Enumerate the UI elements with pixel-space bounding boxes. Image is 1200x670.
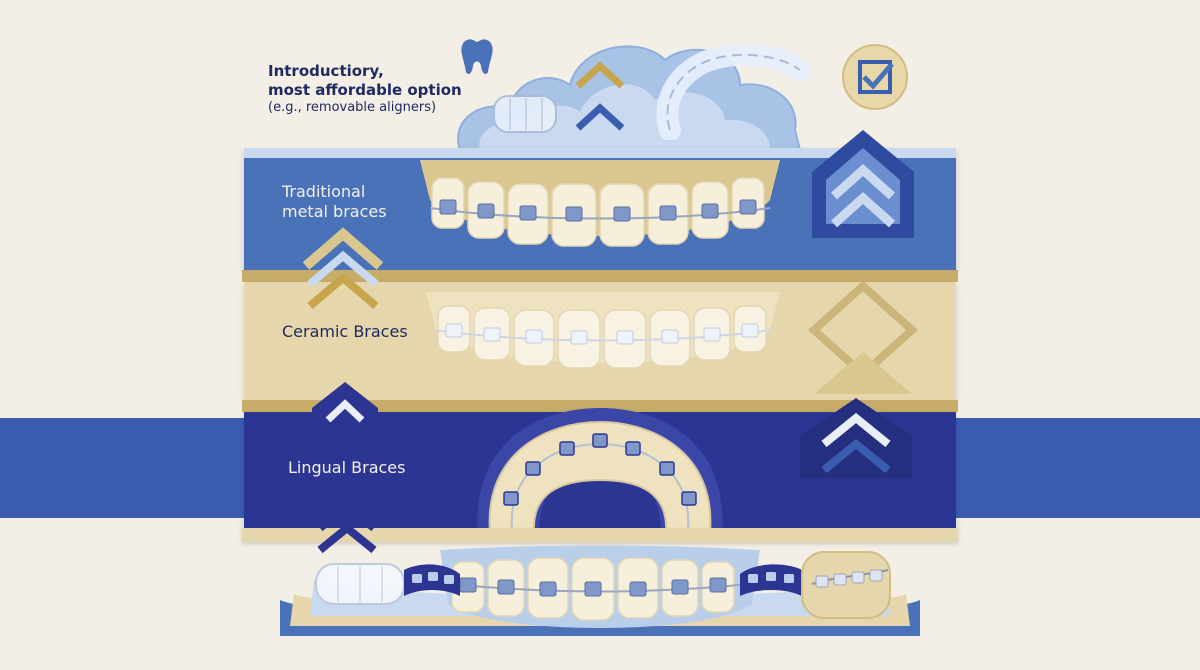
metal-line-1: Traditional bbox=[282, 182, 366, 201]
lingual-label: Lingual Braces bbox=[288, 458, 406, 477]
intro-line-3: (e.g., removable aligners) bbox=[268, 99, 437, 115]
chevron-up-icon bbox=[812, 130, 914, 238]
aligner-tray-icon bbox=[493, 95, 557, 133]
tooth-icon bbox=[461, 39, 493, 74]
ceramic-label: Ceramic Braces bbox=[282, 322, 408, 341]
lingual-braces-arch bbox=[477, 408, 723, 538]
metal-band-top-strip bbox=[244, 148, 956, 158]
metal-label: Traditional metal braces bbox=[282, 182, 387, 222]
intro-line-2: most affordable option bbox=[268, 80, 462, 99]
bracket-card bbox=[801, 551, 891, 619]
ceramic-braces-arch bbox=[426, 292, 780, 369]
aligner-tray-icon bbox=[315, 563, 405, 605]
intro-line-1: Introductiory, bbox=[268, 62, 384, 80]
bracket-strip bbox=[404, 564, 460, 596]
metal-braces-arch bbox=[420, 160, 780, 247]
chevron-up-icon bbox=[312, 382, 378, 444]
lingual-ledge bbox=[242, 400, 958, 412]
chevron-up-icon bbox=[302, 227, 384, 310]
bottom-ledge bbox=[242, 528, 958, 542]
bracket-strip bbox=[740, 564, 802, 596]
chevron-up-icon bbox=[808, 282, 918, 394]
chevron-up-icon bbox=[800, 398, 912, 478]
checkbox-icon bbox=[842, 44, 908, 110]
ceramic-ledge bbox=[242, 270, 958, 282]
aligner-tray-icon bbox=[656, 43, 810, 140]
intro-label: Introductiory, most affordable option (e… bbox=[268, 62, 462, 116]
chevron-up-icon bbox=[575, 61, 625, 131]
bottom-braces-arch bbox=[440, 545, 760, 628]
metal-line-2: metal braces bbox=[282, 202, 387, 221]
chevron-up-icon bbox=[317, 500, 377, 554]
